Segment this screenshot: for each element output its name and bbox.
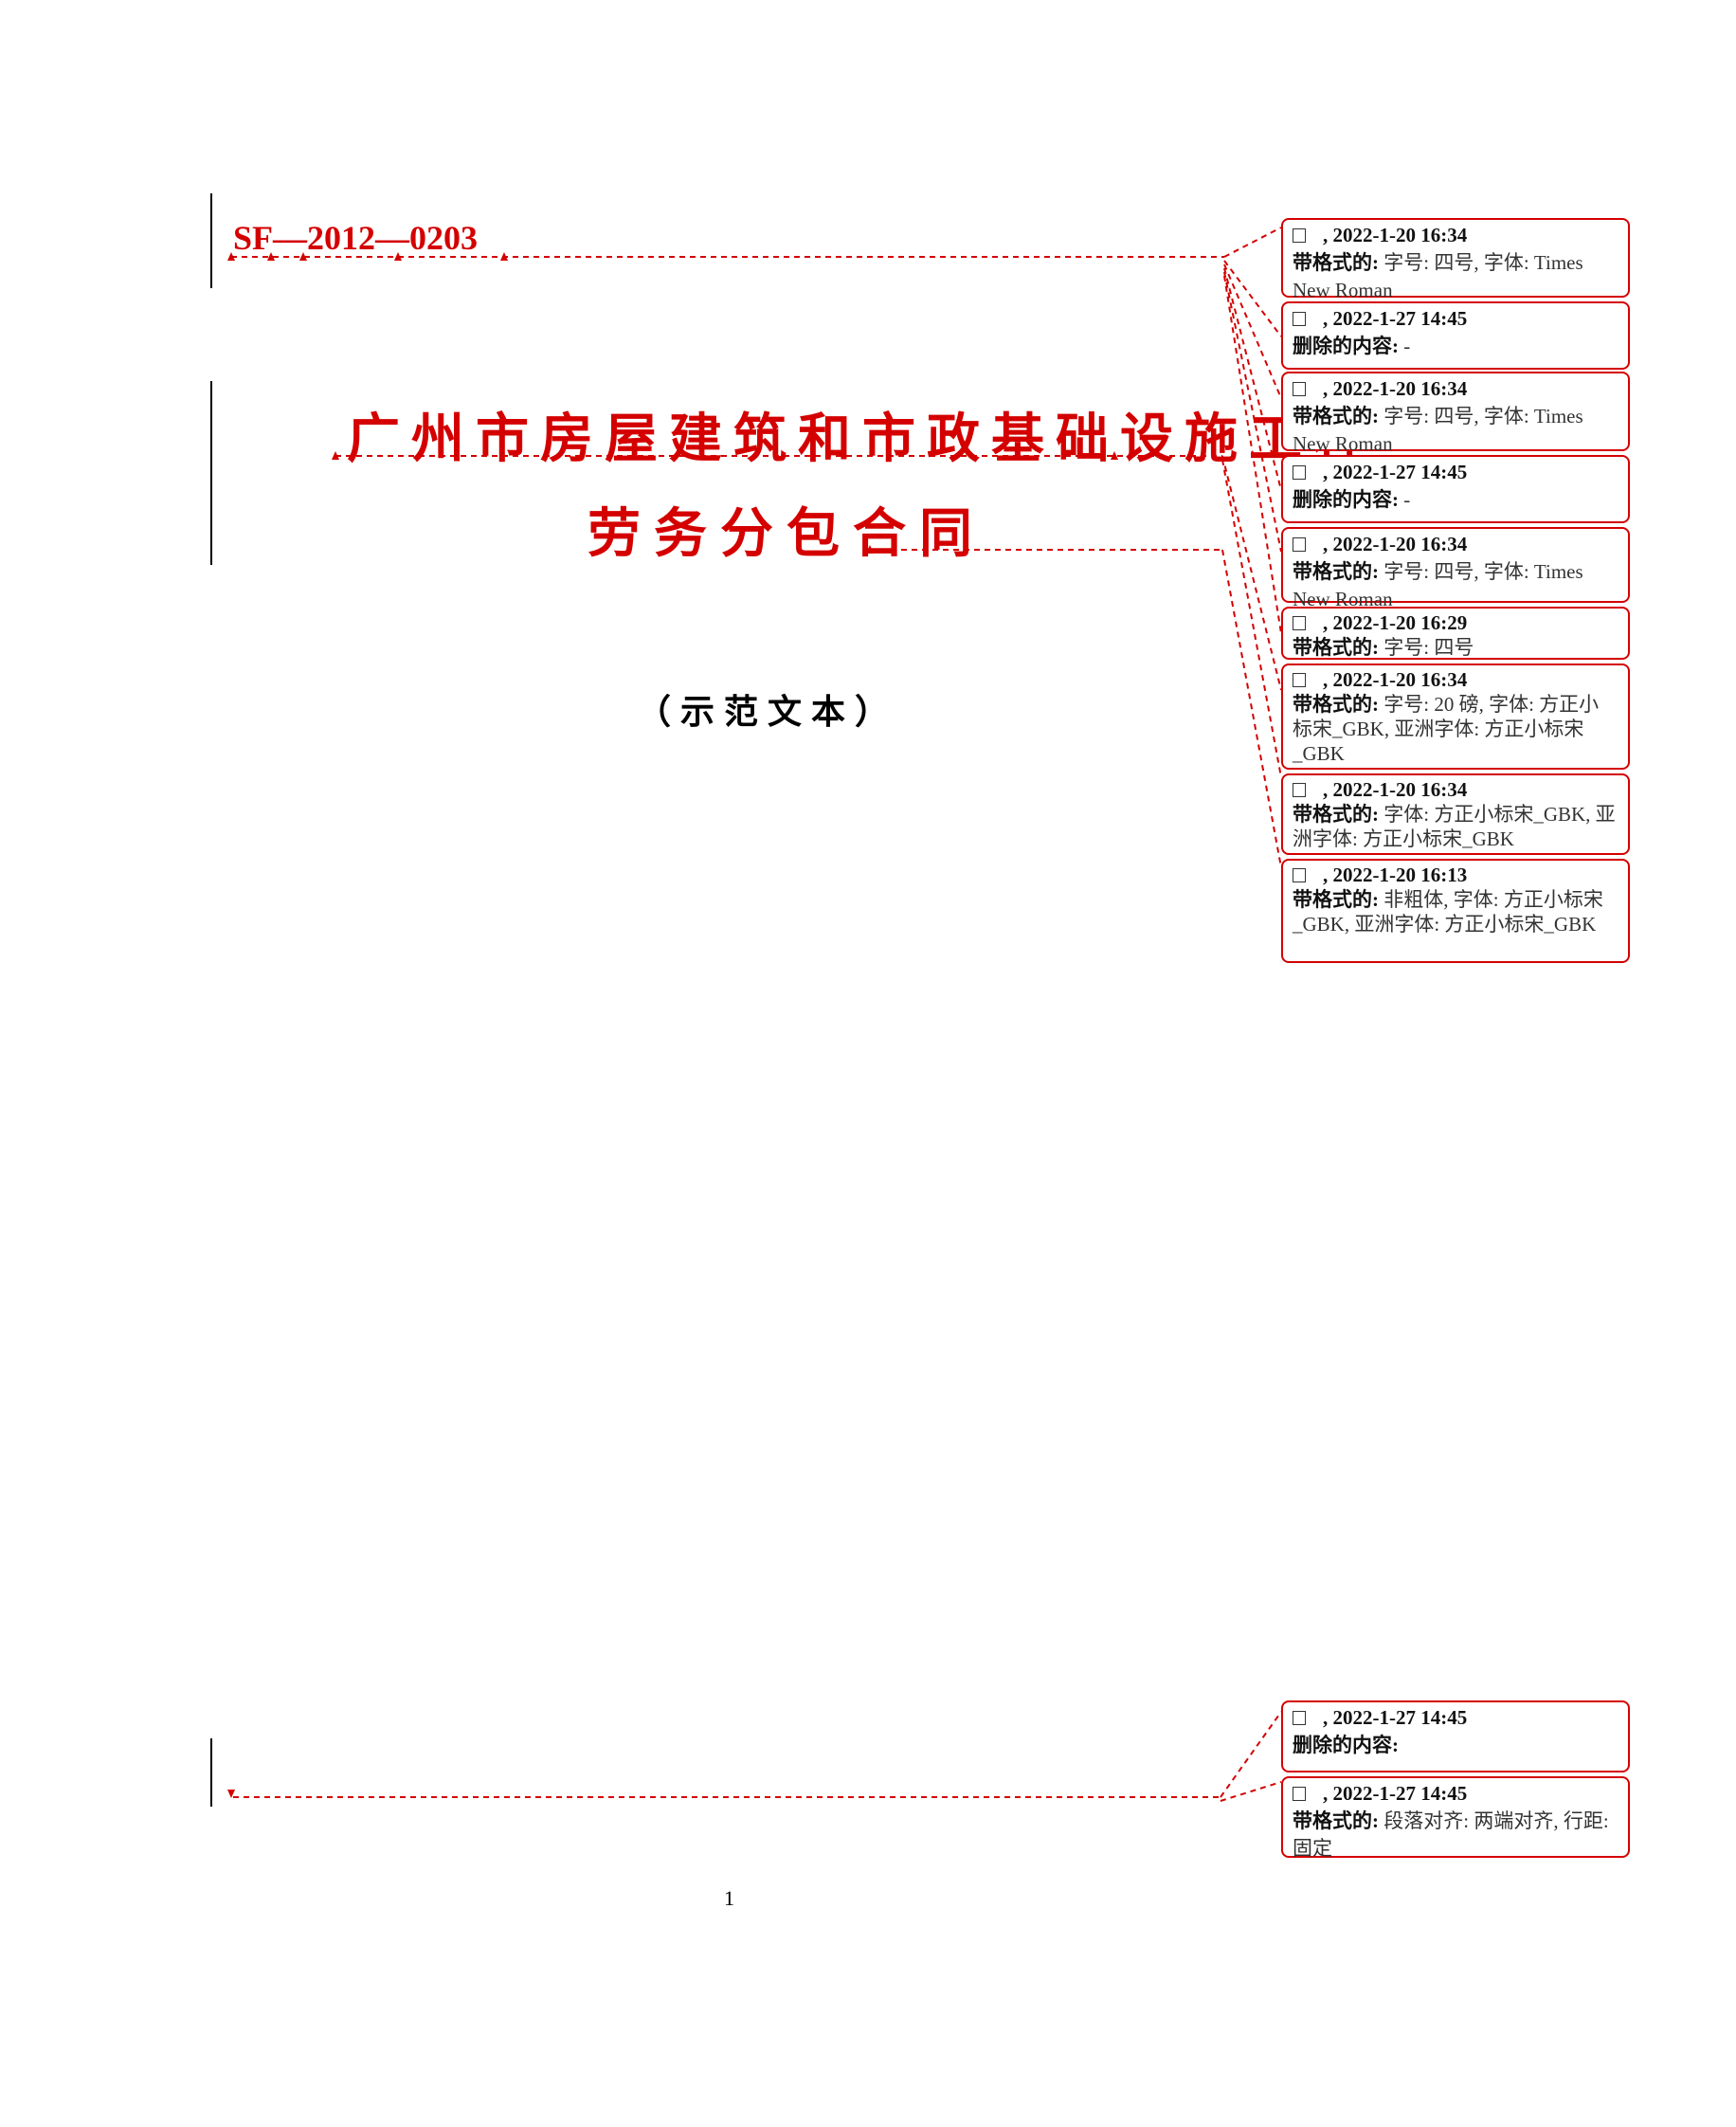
contract-title-line-2: 劳务分包合同	[588, 503, 986, 565]
revision-kind: 带格式的:	[1293, 251, 1379, 274]
square-icon	[1293, 312, 1306, 326]
revision-kind: 删除的内容:	[1293, 488, 1399, 511]
square-icon	[1293, 1787, 1306, 1801]
revision-date: , 2022-1-27 14:45	[1323, 1706, 1468, 1729]
revision-balloon[interactable]: , 2022-1-27 14:45 删除的内容: -	[1281, 301, 1630, 370]
anchor-marker	[332, 451, 339, 460]
revision-balloon[interactable]: , 2022-1-20 16:34 带格式的: 字号: 四号, 字体: Time…	[1281, 527, 1630, 610]
revision-balloon[interactable]: , 2022-1-20 16:13 带格式的: 非粗体, 字体: 方正小标宋_G…	[1281, 859, 1630, 963]
revision-detail: 字号: 四号, 字体: Times New Roman	[1293, 405, 1583, 455]
anchor-marker	[500, 252, 508, 261]
revision-kind: 带格式的:	[1293, 405, 1379, 427]
balloon-connector	[1221, 455, 1282, 691]
revision-date: , 2022-1-20 16:29	[1323, 611, 1468, 634]
revision-balloon[interactable]: , 2022-1-27 14:45 删除的内容:	[1281, 1700, 1630, 1772]
square-icon	[1293, 382, 1306, 396]
revision-kind: 带格式的:	[1293, 693, 1379, 716]
revision-kind: 带格式的:	[1293, 803, 1379, 826]
revision-balloon[interactable]: , 2022-1-20 16:34 带格式的: 字号: 四号, 字体: Time…	[1281, 372, 1630, 455]
revision-detail: 非粗体, 字体: 方正小标宋_GBK, 亚洲字体: 方正小标宋_GBK	[1293, 888, 1603, 936]
balloon-connector	[1221, 459, 1282, 778]
square-icon	[1293, 673, 1306, 687]
balloon-connector	[1220, 1711, 1282, 1798]
revision-balloon[interactable]: , 2022-1-20 16:34 带格式的: 字体: 方正小标宋_GBK, 亚…	[1281, 773, 1630, 855]
balloon-connector	[1221, 549, 1282, 868]
change-bar	[210, 381, 212, 565]
balloon-connector	[1220, 1781, 1282, 1802]
balloon-connector	[1223, 264, 1282, 399]
revision-balloon[interactable]: , 2022-1-20 16:34 带格式的: 字号: 20 磅, 字体: 方正…	[1281, 664, 1630, 770]
page-number: 1	[724, 1886, 734, 1910]
revision-kind: 删除的内容:	[1293, 1734, 1399, 1756]
revision-balloon[interactable]: , 2022-1-27 14:45 删除的内容: -	[1281, 455, 1630, 523]
revision-kind: 带格式的:	[1293, 636, 1379, 659]
revision-date: , 2022-1-27 14:45	[1323, 461, 1468, 483]
balloon-connector	[1223, 227, 1282, 258]
revision-date: , 2022-1-27 14:45	[1323, 1782, 1468, 1805]
change-bar	[210, 193, 212, 288]
revision-kind: 删除的内容:	[1293, 335, 1399, 357]
revision-balloon[interactable]: , 2022-1-20 16:29 带格式的: 字号: 四号	[1281, 607, 1630, 660]
square-icon	[1293, 537, 1306, 552]
revision-date: , 2022-1-20 16:34	[1323, 778, 1468, 801]
revision-detail: 字号: 四号, 字体: Times New Roman	[1293, 251, 1583, 301]
revision-detail: 字号: 四号	[1379, 636, 1474, 659]
anchor-marker	[227, 1790, 235, 1798]
revision-date: , 2022-1-20 16:34	[1323, 377, 1468, 400]
revision-detail: -	[1399, 488, 1411, 511]
contract-subtitle: （示范文本）	[637, 693, 899, 732]
revision-date: , 2022-1-27 14:45	[1323, 307, 1468, 330]
revision-balloon[interactable]: , 2022-1-20 16:34 带格式的: 字号: 四号, 字体: Time…	[1281, 218, 1630, 301]
revision-balloon[interactable]: , 2022-1-27 14:45 带格式的: 段落对齐: 两端对齐, 行距: …	[1281, 1776, 1630, 1860]
revision-detail: 字号: 20 磅, 字体: 方正小标宋_GBK, 亚洲字体: 方正小标宋_GBK	[1293, 693, 1600, 765]
change-bar	[210, 1738, 212, 1807]
square-icon	[1293, 465, 1306, 480]
contract-title-line-1: 广州市房屋建筑和市政基础设施工程	[347, 409, 1378, 470]
square-icon	[1293, 616, 1306, 630]
revision-kind: 带格式的:	[1293, 888, 1379, 911]
revision-detail: 段落对齐: 两端对齐, 行距: 固定	[1293, 1809, 1609, 1860]
revision-detail: 字体: 方正小标宋_GBK, 亚洲字体: 方正小标宋_GBK	[1293, 803, 1616, 850]
revision-date: , 2022-1-20 16:13	[1323, 864, 1468, 886]
revision-kind: 带格式的:	[1293, 560, 1379, 583]
revision-detail: -	[1399, 335, 1411, 357]
square-icon	[1293, 228, 1306, 243]
revision-date: , 2022-1-20 16:34	[1323, 224, 1468, 246]
revision-date: , 2022-1-20 16:34	[1323, 668, 1468, 691]
revision-kind: 带格式的:	[1293, 1809, 1379, 1832]
revision-date: , 2022-1-20 16:34	[1323, 533, 1468, 555]
square-icon	[1293, 868, 1306, 882]
square-icon	[1293, 1711, 1306, 1725]
document-number: SF—2012—0203	[233, 219, 479, 257]
balloon-connector	[1223, 260, 1282, 337]
square-icon	[1293, 783, 1306, 797]
